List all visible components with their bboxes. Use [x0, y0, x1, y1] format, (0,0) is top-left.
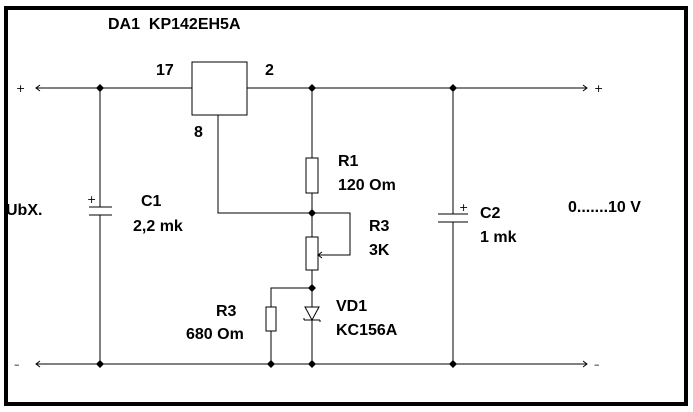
c2-polarity-sign: +	[459, 201, 468, 214]
input-minus-sign: –	[14, 358, 20, 371]
r1-ref-label: R1	[338, 153, 359, 170]
vd1-value-label: KC156A	[336, 322, 398, 339]
junction-dot	[96, 360, 104, 368]
junction-dot	[96, 84, 104, 92]
c1-value-label: 2,2 mk	[133, 218, 183, 235]
c1-polarity-sign: +	[87, 193, 96, 206]
pin-2-label: 2	[265, 62, 274, 79]
junction-dot	[449, 84, 457, 92]
junction-dot	[308, 84, 316, 92]
output-plus-terminal-arrow	[582, 84, 588, 92]
input-minus-terminal-arrow	[35, 360, 41, 368]
pin-8-label: 8	[194, 124, 203, 141]
r3-fixed-ref-label: R3	[216, 303, 237, 320]
vd1-ref-label: VD1	[336, 298, 367, 315]
input-plus-sign: +	[16, 82, 25, 95]
c2-ref-label: C2	[480, 205, 501, 222]
r3-fixed-resistor	[265, 287, 312, 364]
junction-dots	[96, 84, 457, 368]
frame-border	[4, 6, 688, 406]
zener-diode-vd1	[303, 306, 321, 364]
r3-potentiometer	[305, 212, 351, 307]
output-plus-sign: +	[594, 82, 603, 95]
r3-pot-ref-label: R3	[369, 218, 390, 235]
capacitor-c2	[438, 88, 468, 364]
pin-8-wire	[217, 115, 312, 214]
junction-dot	[267, 360, 275, 368]
title-label: DA1 KP142EH5A	[108, 16, 241, 33]
r3-fixed-value-label: 680 Om	[186, 326, 244, 343]
capacitor-c1	[89, 88, 112, 364]
r1-value-label: 120 Om	[338, 177, 396, 194]
output-minus-terminal-arrow	[582, 360, 588, 368]
r3-pot-value-label: 3K	[369, 242, 390, 259]
junction-dot	[308, 284, 316, 292]
junction-dot	[308, 360, 316, 368]
output-voltage-label: 0.......10 V	[568, 199, 641, 216]
junction-dot	[449, 360, 457, 368]
r1-resistor	[305, 88, 319, 237]
output-minus-sign: –	[594, 358, 600, 371]
c2-value-label: 1 mk	[480, 229, 517, 246]
pin-17-label: 17	[156, 62, 174, 79]
c1-ref-label: C1	[141, 193, 162, 210]
input-plus-terminal-arrow	[35, 84, 41, 92]
regulator-da1	[191, 61, 248, 116]
junction-dot	[308, 209, 316, 217]
input-voltage-label: UbX.	[6, 202, 42, 219]
